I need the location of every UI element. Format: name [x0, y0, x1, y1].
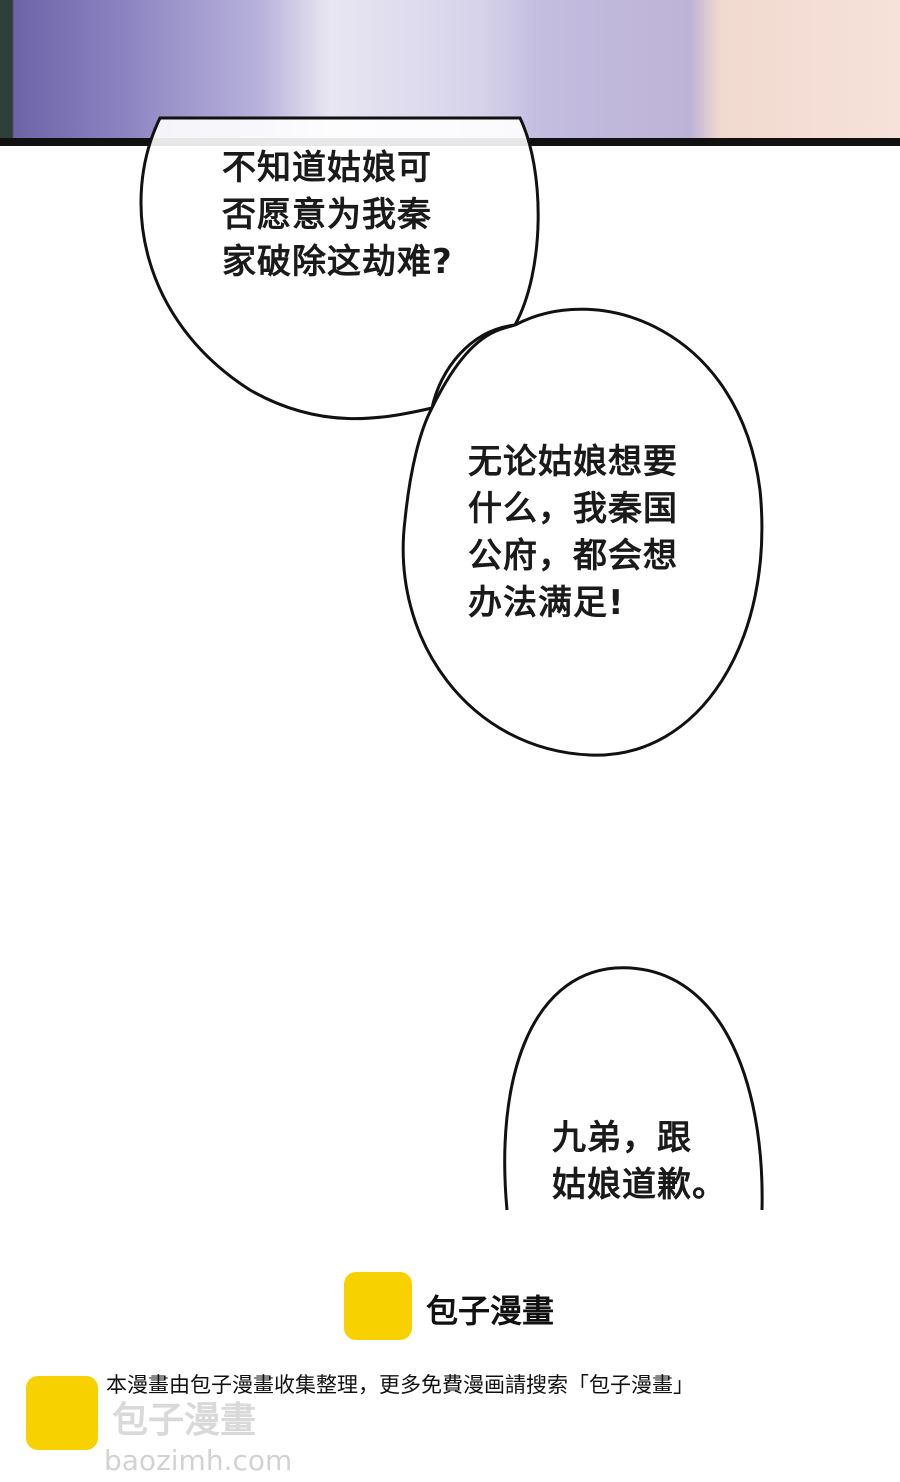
source-notice: 本漫畫由包子漫畫收集整理，更多免費漫画請搜索「包子漫畫」	[106, 1373, 694, 1397]
baozi-watermark-logo-icon	[26, 1376, 98, 1450]
text-line: 否愿意为我秦	[222, 195, 432, 235]
text-line: 什么，我秦国	[468, 489, 678, 529]
text-line: 不知道姑娘可	[222, 148, 432, 188]
watermark-url: baozimh.com	[104, 1444, 293, 1477]
speech-bubble-2	[401, 307, 764, 757]
text-line: 九弟，跟	[552, 1118, 692, 1158]
page-cut	[500, 1212, 780, 1252]
text-line: 公府，都会想	[468, 536, 678, 576]
text-line: 办法满足!	[468, 583, 625, 623]
brand-name: 包子漫畫	[426, 1292, 555, 1330]
watermark-text: 包子漫畫	[112, 1400, 257, 1441]
text-line: 家破除这劫难?	[222, 242, 453, 282]
speech-bubble-3	[503, 966, 764, 1211]
baozi-logo-icon	[344, 1272, 412, 1340]
bubble-2-text: 无论姑娘想要什么，我秦国公府，都会想办法满足!	[468, 439, 678, 627]
text-line: 姑娘道歉。	[552, 1165, 727, 1205]
bubble-1-text: 不知道姑娘可否愿意为我秦家破除这劫难?	[222, 145, 453, 286]
bubble-3-text: 九弟，跟姑娘道歉。	[552, 1115, 727, 1209]
text-line: 无论姑娘想要	[468, 442, 678, 482]
speech-bubble-1	[139, 116, 540, 421]
